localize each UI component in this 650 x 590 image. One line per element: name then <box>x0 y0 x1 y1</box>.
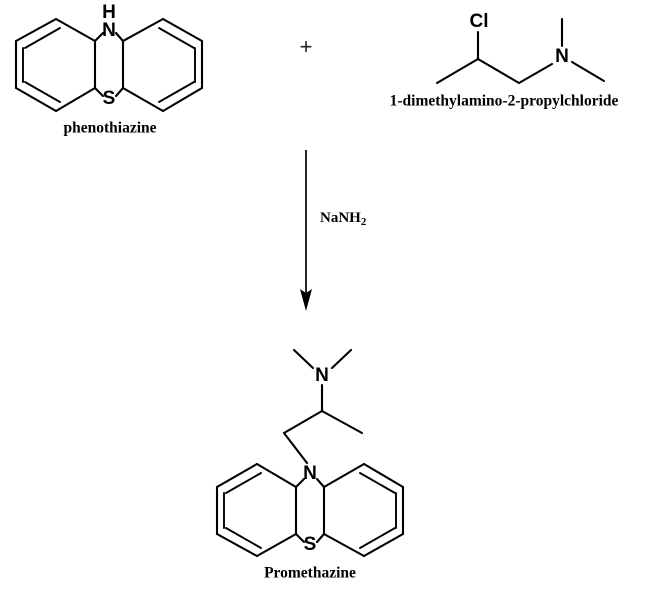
phenothiazine-sulfur-label: S <box>103 88 116 109</box>
promethazine-name-label: Promethazine <box>264 565 356 582</box>
propylchloride-name-label: 1-dimethylamino-2-propylchloride <box>390 93 619 110</box>
reaction-arrow: NaNH2 <box>300 150 367 311</box>
phenothiazine-structure: H N S phenothiazine <box>14 2 204 137</box>
bond-ch2-to-n <box>517 62 554 85</box>
bond-ch-to-methyl <box>320 409 364 435</box>
bond-sidechain-n-methyl-left <box>292 348 315 370</box>
arrow-head <box>300 289 312 311</box>
bond-ch-to-ch2 <box>282 409 324 435</box>
reagent-formula-subscript: 2 <box>361 216 367 228</box>
phenothiazine-left-benzene-ring <box>14 17 97 113</box>
propylchloride-chlorine-label: Cl <box>470 11 489 32</box>
promethazine-sulfur-label: S <box>304 534 317 555</box>
propylchloride-structure: Cl N 1-dimethylamino-2-propylchloride <box>390 11 619 110</box>
bond-ch2-to-ring-n <box>282 431 309 465</box>
bond-n-methyl-right <box>570 60 606 83</box>
phenothiazine-name-label: phenothiazine <box>63 120 156 137</box>
bond-chcl-to-ch2 <box>476 57 521 85</box>
propylchloride-nitrogen-label: N <box>555 46 569 67</box>
promethazine-structure: N <box>215 348 405 582</box>
promethazine-sidechain <box>282 348 364 465</box>
phenothiazine-thiazine-ring <box>93 31 125 98</box>
promethazine-right-benzene-ring <box>322 462 405 558</box>
bond-methyl-to-chcl <box>435 57 480 85</box>
plus-sign: + <box>300 34 313 59</box>
reagent-label: NaNH2 <box>320 210 367 227</box>
phenothiazine-hydrogen-label: H <box>102 2 116 23</box>
promethazine-ring-nitrogen-label: N <box>303 463 317 484</box>
promethazine-left-benzene-ring <box>215 462 298 558</box>
promethazine-thiazine-ring <box>294 477 326 544</box>
promethazine-sidechain-nitrogen-label: N <box>315 365 329 386</box>
phenothiazine-right-benzene-ring <box>121 17 204 113</box>
phenothiazine-nitrogen-label: N <box>102 20 116 41</box>
reagent-formula-base: NaNH <box>320 210 361 226</box>
bond-sidechain-n-methyl-right <box>330 348 353 370</box>
